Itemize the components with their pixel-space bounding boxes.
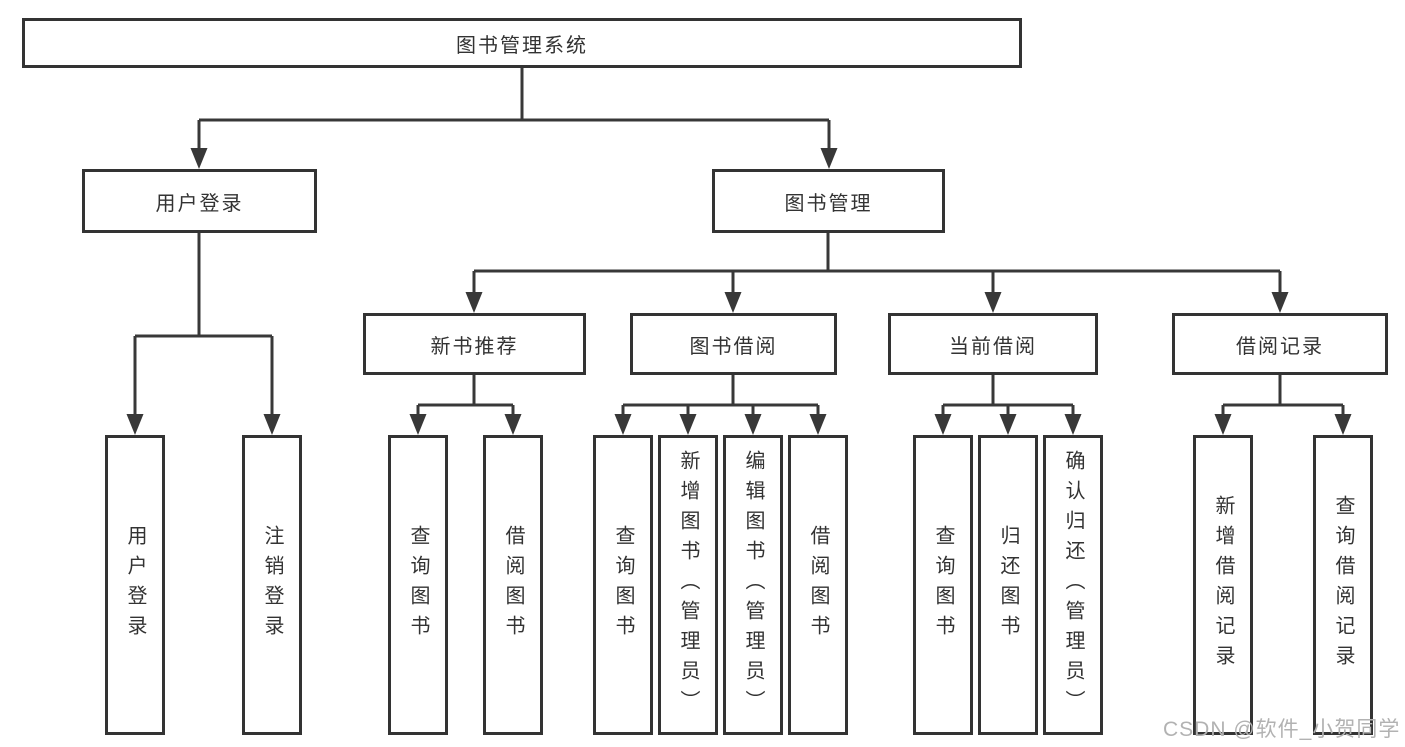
arrow-down-icon (126, 414, 144, 435)
leaf-logout: 注销登录 (242, 435, 302, 735)
arrow-down-icon (724, 292, 742, 313)
watermark: CSDN @软件_小贺同学 (1163, 718, 1401, 741)
node-book-management: 图书管理 (712, 169, 945, 233)
leaf-recommend-borrow-books: 借阅图书 (483, 435, 543, 735)
arrow-down-icon (984, 292, 1002, 313)
leaf-add-books-admin: 新增图书（管理员） (658, 435, 718, 735)
connector-new-book-recommend-to-leaves (416, 375, 515, 418)
leaf-label: 新增借阅记录 (1212, 495, 1234, 675)
leaf-label: 借阅图书 (502, 525, 524, 645)
connector-book-management-to-level3 (472, 233, 1282, 296)
leaf-label: 新增图书（管理员） (677, 450, 699, 720)
node-label: 图书管理 (784, 192, 873, 215)
arrow-down-icon (504, 414, 522, 435)
leaf-user-login: 用户登录 (105, 435, 165, 735)
arrow-down-icon (1214, 414, 1232, 435)
arrow-down-icon (190, 148, 208, 169)
leaf-current-query-books: 查询图书 (913, 435, 973, 735)
leaf-borrow-books: 借阅图书 (788, 435, 848, 735)
arrow-down-icon (809, 414, 827, 435)
connector-root-to-level2 (197, 68, 831, 152)
node-book-borrow: 图书借阅 (630, 313, 837, 375)
arrow-down-icon (614, 414, 632, 435)
leaf-label: 查询图书 (932, 525, 954, 645)
leaf-label: 注销登录 (261, 525, 283, 645)
connector-borrow-records-to-leaves (1221, 375, 1345, 418)
arrow-down-icon (263, 414, 281, 435)
node-user-login: 用户登录 (82, 169, 317, 233)
arrow-down-icon (1271, 292, 1289, 313)
arrow-down-icon (934, 414, 952, 435)
node-root-system: 图书管理系统 (22, 18, 1022, 68)
node-label: 图书管理系统 (456, 34, 588, 57)
leaf-return-books: 归还图书 (978, 435, 1038, 735)
node-label: 当前借阅 (949, 335, 1037, 358)
leaf-label: 查询借阅记录 (1332, 495, 1354, 675)
leaf-label: 用户登录 (124, 525, 146, 645)
leaf-add-borrow-record: 新增借阅记录 (1193, 435, 1253, 735)
leaf-label: 归还图书 (997, 525, 1019, 645)
connector-user-login-to-leaves (133, 233, 274, 418)
arrow-down-icon (679, 414, 697, 435)
arrow-down-icon (1064, 414, 1082, 435)
leaf-label: 确认归还（管理员） (1062, 450, 1084, 720)
arrow-down-icon (820, 148, 838, 169)
node-new-book-recommend: 新书推荐 (363, 313, 586, 375)
leaf-label: 查询图书 (407, 525, 429, 645)
node-label: 用户登录 (155, 192, 244, 215)
arrow-down-icon (1334, 414, 1352, 435)
leaf-label: 查询图书 (612, 525, 634, 645)
node-label: 新书推荐 (430, 335, 519, 358)
leaf-edit-books-admin: 编辑图书（管理员） (723, 435, 783, 735)
node-label: 图书借阅 (689, 335, 778, 358)
leaf-borrow-query-books: 查询图书 (593, 435, 653, 735)
arrow-down-icon (999, 414, 1017, 435)
leaf-confirm-return-admin: 确认归还（管理员） (1043, 435, 1103, 735)
leaf-query-borrow-record: 查询借阅记录 (1313, 435, 1373, 735)
connector-book-borrow-to-leaves (621, 375, 820, 418)
node-label: 借阅记录 (1236, 335, 1324, 358)
node-current-borrow: 当前借阅 (888, 313, 1098, 375)
node-borrow-records: 借阅记录 (1172, 313, 1388, 375)
connector-current-borrow-to-leaves (941, 375, 1075, 418)
arrow-down-icon (465, 292, 483, 313)
leaf-recommend-query-books: 查询图书 (388, 435, 448, 735)
leaf-label: 借阅图书 (807, 525, 829, 645)
arrow-down-icon (409, 414, 427, 435)
arrow-down-icon (744, 414, 762, 435)
leaf-label: 编辑图书（管理员） (742, 450, 764, 720)
